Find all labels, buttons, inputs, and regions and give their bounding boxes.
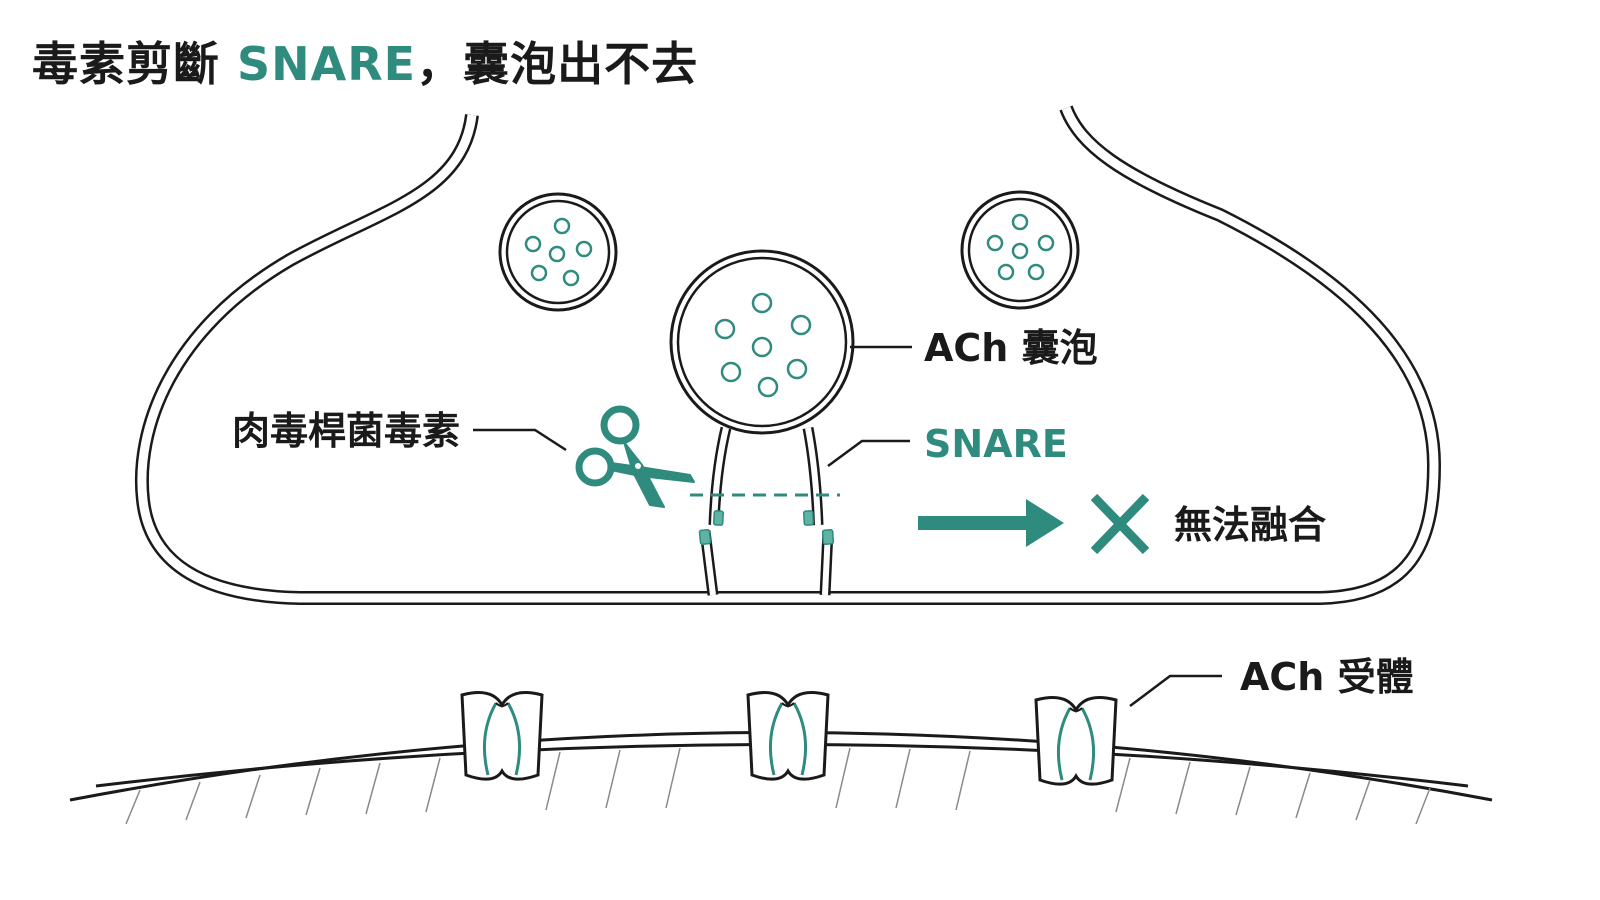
title-prefix: 毒素剪斷: [32, 37, 238, 91]
vesicle-small-left: [498, 192, 618, 312]
no-fusion-label: 無法融合: [1174, 503, 1326, 547]
snare-label: SNARE: [924, 422, 1068, 466]
cytoplasm-hatch: [125, 747, 1431, 825]
title-suffix: ，囊泡出不去: [416, 37, 699, 91]
page-title: 毒素剪斷 SNARE，囊泡出不去: [32, 28, 698, 94]
scissors-icon: [575, 405, 695, 508]
snare-leader: [827, 439, 910, 468]
vesicle-small-right: [960, 190, 1080, 310]
toxin-label: 肉毒桿菌毒素: [232, 409, 460, 453]
receptor-label: ACh 受體: [1240, 655, 1414, 699]
cross-icon: [1090, 493, 1150, 555]
snare-complex: [698, 426, 835, 596]
title-highlight: SNARE: [237, 37, 417, 91]
ach-vesicle-docked: [669, 249, 855, 435]
arrow-right-icon: [918, 499, 1064, 547]
vesicle-label: ACh 囊泡: [924, 326, 1098, 370]
presynaptic-terminal: [134, 105, 1441, 605]
toxin-leader: [473, 428, 567, 452]
ach-receptor-2: [746, 691, 830, 781]
ach-receptor-1: [460, 691, 544, 781]
ach-receptor-3: [1034, 696, 1118, 786]
receptor-leader: [1129, 674, 1222, 707]
